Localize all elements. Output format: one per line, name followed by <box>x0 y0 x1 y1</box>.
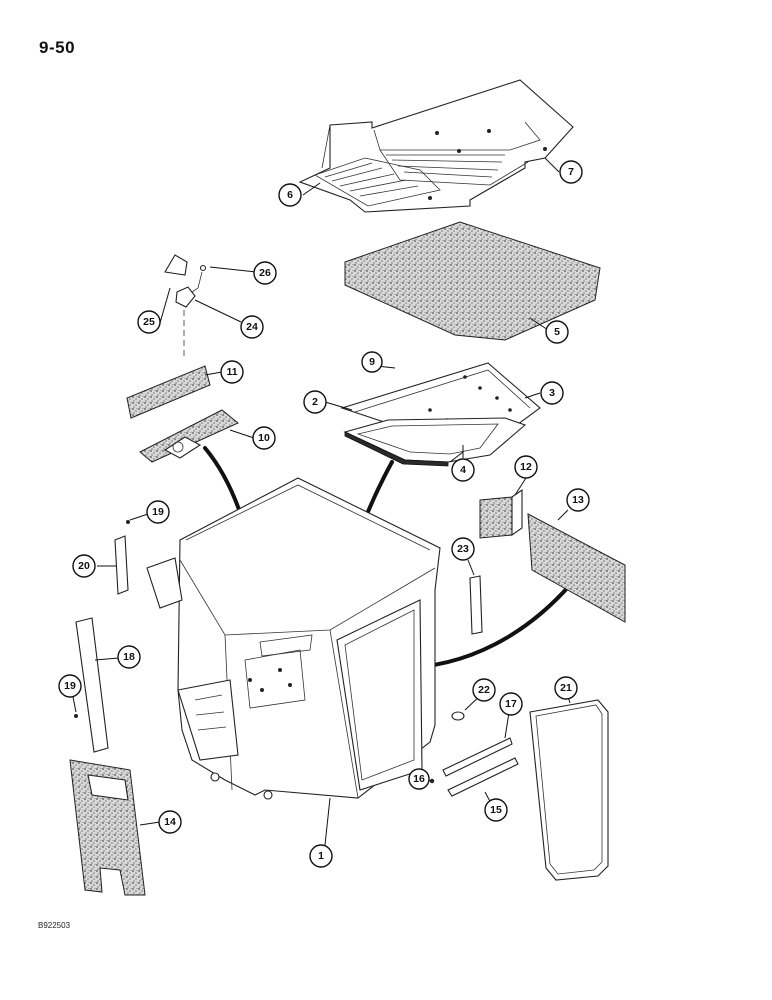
svg-text:24: 24 <box>246 321 258 333</box>
rear-wall-panels <box>479 488 626 623</box>
svg-text:4: 4 <box>460 464 466 476</box>
svg-text:6: 6 <box>287 189 293 201</box>
callout-17: 17 <box>499 692 523 716</box>
svg-text:19: 19 <box>152 506 164 518</box>
floor-insulation-pad <box>344 221 601 341</box>
callout-19b: 19 <box>58 674 82 698</box>
svg-text:19: 19 <box>64 680 76 692</box>
callout-13: 13 <box>566 488 590 512</box>
svg-text:15: 15 <box>490 804 502 816</box>
callout-2: 2 <box>303 390 327 414</box>
callout-21: 21 <box>554 676 578 700</box>
svg-text:5: 5 <box>554 326 560 338</box>
headliner-panels <box>126 365 239 463</box>
dome-light-assembly <box>164 254 207 360</box>
svg-text:26: 26 <box>259 267 271 279</box>
page-number: 9-50 <box>39 38 76 57</box>
floor-mat-tray <box>298 79 574 213</box>
callout-25: 25 <box>137 310 161 334</box>
window-seal <box>529 699 609 881</box>
callout-10: 10 <box>252 426 276 450</box>
screw-16 <box>429 778 435 784</box>
callout-26: 26 <box>253 261 277 285</box>
weatherstrip-17 <box>442 737 513 777</box>
callout-1: 1 <box>309 844 333 868</box>
svg-text:14: 14 <box>164 816 176 828</box>
grommet-22 <box>451 711 465 721</box>
svg-text:13: 13 <box>572 494 584 506</box>
trim-strip-20 <box>114 535 129 595</box>
weatherstrip-15 <box>447 757 519 797</box>
svg-text:17: 17 <box>505 698 517 710</box>
callout-22: 22 <box>472 678 496 702</box>
floor-plate-assembly <box>340 362 541 467</box>
screw-19-upper <box>126 520 130 524</box>
trim-strip-23 <box>469 575 483 635</box>
svg-text:25: 25 <box>143 316 155 328</box>
svg-text:22: 22 <box>478 684 490 696</box>
callout-14: 14 <box>158 810 182 834</box>
callout-20: 20 <box>72 554 96 578</box>
callout-3: 3 <box>540 381 564 405</box>
svg-text:1: 1 <box>318 850 324 862</box>
window-seal-inner <box>535 704 603 875</box>
svg-text:20: 20 <box>78 560 90 572</box>
svg-text:12: 12 <box>520 461 532 473</box>
svg-text:16: 16 <box>413 773 425 785</box>
cab-frame <box>146 477 441 800</box>
svg-text:21: 21 <box>560 682 572 694</box>
callout-12: 12 <box>514 455 538 479</box>
svg-text:9: 9 <box>369 356 375 368</box>
callout-5: 5 <box>545 320 569 344</box>
callout-4: 4 <box>451 458 475 482</box>
svg-text:11: 11 <box>226 366 237 378</box>
trim-strip-18 <box>75 617 109 753</box>
callout-24: 24 <box>240 315 264 339</box>
callout-18: 18 <box>117 645 141 669</box>
svg-text:2: 2 <box>312 396 318 408</box>
callout-11: 11 <box>220 360 244 384</box>
callout-19a: 19 <box>146 500 170 524</box>
svg-text:18: 18 <box>123 651 135 663</box>
svg-text:23: 23 <box>457 543 469 555</box>
callout-9: 9 <box>361 351 383 373</box>
callout-16: 16 <box>408 768 430 790</box>
lower-front-panel <box>69 759 146 896</box>
callout-15: 15 <box>484 798 508 822</box>
figure-code: B922503 <box>38 921 71 930</box>
callout-6: 6 <box>278 183 302 207</box>
svg-text:7: 7 <box>568 166 574 178</box>
callout-23: 23 <box>451 537 475 561</box>
svg-text:3: 3 <box>549 387 555 399</box>
svg-text:10: 10 <box>258 432 270 444</box>
callout-7: 7 <box>559 160 583 184</box>
screw-19-lower <box>74 714 78 718</box>
